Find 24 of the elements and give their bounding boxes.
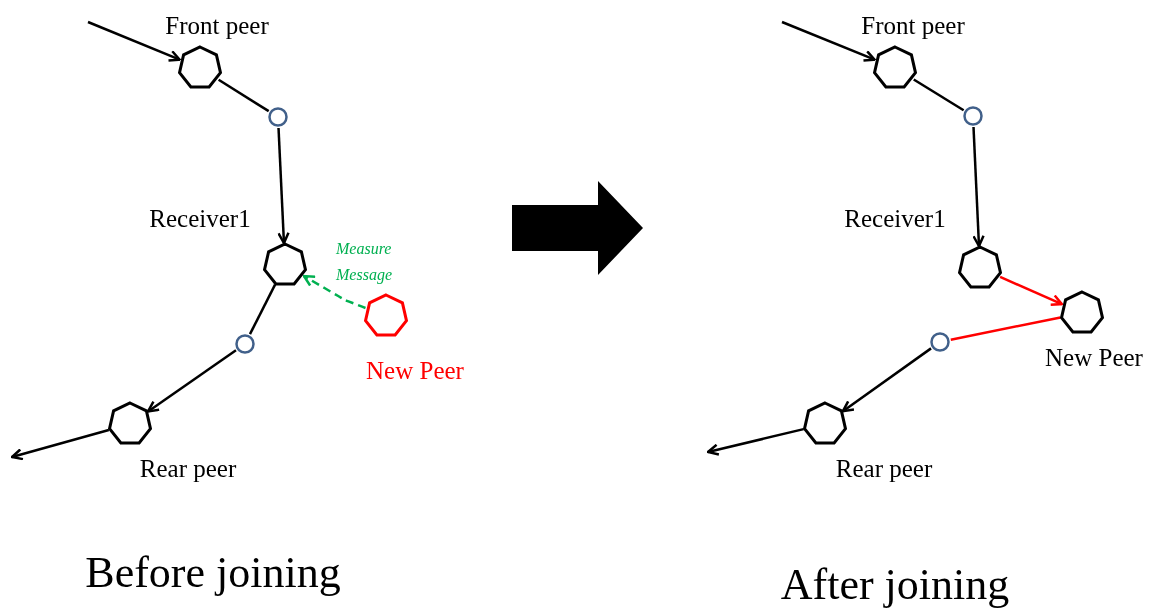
arrow xyxy=(706,427,804,456)
peer-label: Receiver1 xyxy=(844,206,946,231)
peer-label: New Peer xyxy=(1045,345,1143,370)
arrow xyxy=(781,20,876,62)
peer-label: Receiver1 xyxy=(149,206,251,231)
peer-label: New Peer xyxy=(366,358,464,383)
connector-line xyxy=(950,316,1061,342)
peer-label: Rear peer xyxy=(835,456,933,481)
peer-label: Front peer xyxy=(165,13,269,38)
arrow xyxy=(972,126,985,248)
connector-line xyxy=(217,78,270,113)
connector-line xyxy=(248,284,277,335)
peer-label: Front peer xyxy=(861,13,965,38)
connector-line xyxy=(913,78,965,112)
arrow xyxy=(277,127,290,245)
arrow xyxy=(999,275,1064,306)
panel-caption: After joining xyxy=(780,563,1010,607)
peer-label: Rear peer xyxy=(139,456,237,481)
arrow xyxy=(841,347,932,413)
panel-caption: Before joining xyxy=(85,551,341,595)
arrow xyxy=(302,274,366,310)
arrow xyxy=(87,20,181,62)
arrow xyxy=(10,428,110,461)
arrow xyxy=(146,349,237,413)
